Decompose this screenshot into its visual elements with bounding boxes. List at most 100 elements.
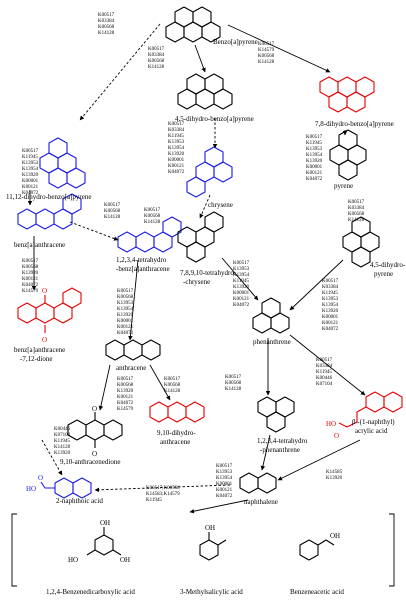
ko-entry: K13954 xyxy=(216,476,233,481)
ko-entry: K00568 xyxy=(164,383,181,388)
ko-entry: K07104 xyxy=(316,382,333,387)
ko-entry: K11945 xyxy=(233,279,249,284)
ko-entry: K14579 xyxy=(258,48,275,53)
label-tetrahydro-phen-b: -phenanthrene xyxy=(260,446,300,454)
ko-entry: K14128 xyxy=(98,31,115,36)
right-bracket xyxy=(389,513,395,587)
ko-entry: K14579 xyxy=(117,407,134,412)
ko-entry: K00517;K00568 xyxy=(146,486,180,491)
ko-entry: K13920 xyxy=(117,313,134,318)
label-dihydroanthracene-b: anthracene xyxy=(160,438,190,446)
label-dihydroanthracene-a: 9,10-dihydro- xyxy=(157,429,196,437)
ko-entry: K00517 xyxy=(168,122,185,127)
ko-entry: K13954 xyxy=(168,146,185,151)
ko-entry: K00517 xyxy=(117,289,134,294)
naphthyl-acrylic-acid-structure xyxy=(338,391,403,428)
ko-entry: K00121 xyxy=(306,171,323,176)
benzeneacetic-oh-label: OH xyxy=(330,532,340,540)
ko-entry: K00568 xyxy=(117,295,134,300)
ko-entry: K13920 xyxy=(22,271,39,276)
ko-entry: K00001 xyxy=(306,165,323,170)
ko-entry: K03384 xyxy=(148,53,165,58)
left-bracket xyxy=(11,513,17,587)
ko-entry: K14128 xyxy=(164,389,181,394)
pyrene-structure xyxy=(329,129,367,181)
ko-entry: K04072 xyxy=(22,191,39,196)
ko-entry: K03384 xyxy=(98,19,115,24)
ko-entry: K00001 xyxy=(322,315,339,320)
dihydro-11-12-benzo-a-pyrene-structure xyxy=(39,137,86,189)
label-naphthoic: 2-naphthoic acid xyxy=(56,497,103,505)
ko-entry: K14128 xyxy=(144,220,161,225)
benzenedicarboxylic-oh-top: OH xyxy=(100,519,110,527)
label-dione-a: benz[a]anthracene xyxy=(14,346,65,354)
ko-entry: K04072 xyxy=(306,177,323,182)
ko-entry: K03384 xyxy=(322,285,339,290)
ko-entry: K00001 xyxy=(22,179,39,184)
anthracenedione-o-top: O xyxy=(92,405,97,413)
label-naphthalene: naphthalene xyxy=(244,498,278,506)
label-benzo-a-pyrene: Benzo[a]pyrene xyxy=(213,38,258,46)
tetrahydro-benz-a-anthracene-structure xyxy=(117,216,182,253)
chrysene-structure xyxy=(186,146,233,198)
ko-entry: K04072 xyxy=(117,331,134,336)
ko-entry: K11945 xyxy=(168,134,184,139)
ko-entry: K03384 xyxy=(348,206,365,211)
ko-entry: K00568 xyxy=(144,214,161,219)
ko-entry: K00517 xyxy=(322,279,339,284)
ko-entry: K00517 xyxy=(164,377,181,382)
ko-entry: K14128 xyxy=(104,215,121,220)
ko-entry: K13920 xyxy=(54,451,71,456)
naphthoic-ho-label: HO xyxy=(26,485,36,493)
benz-a-anthracene-structure xyxy=(17,193,82,230)
ko-entry: K00568 xyxy=(348,212,365,217)
ko-entry: K13920 xyxy=(322,309,339,314)
ko-entry: K13953 xyxy=(322,297,339,302)
ko-entry: K04072 xyxy=(117,401,134,406)
label-benzenedicarboxylic: 1,2,4-Benzenedicarboxylic acid xyxy=(46,588,135,596)
ko-entry: K13920 xyxy=(117,389,134,394)
ko-entry: K00121 xyxy=(22,277,39,282)
ko-entry: K14128 xyxy=(148,65,165,70)
ko-entry: K13920 xyxy=(22,173,39,178)
benzo-a-pyrene-structure xyxy=(165,6,221,43)
ko-entry: K11945 xyxy=(146,498,162,503)
ko-entry: K00568 xyxy=(258,54,275,59)
ko-entry: K00568 xyxy=(225,381,242,386)
tetrahydro-chrysene-structure xyxy=(177,211,224,263)
ko-entry: K00517 xyxy=(225,375,242,380)
reaction-arrows xyxy=(27,23,366,514)
phenanthrene-structure xyxy=(252,297,290,334)
ko-entry: K13953 xyxy=(216,470,233,475)
ko-entry: K03384 xyxy=(316,364,333,369)
ko-entry: K04072 xyxy=(322,327,339,332)
dihydro-7-8-benzo-a-pyrene-structure xyxy=(319,76,375,113)
label-tetrahydro-benz-b: -benz[a]anthracene xyxy=(116,265,170,273)
methylsalicylic-structure xyxy=(199,532,227,561)
ko-entry: K00517 xyxy=(22,149,39,154)
ko-entry: K00517 xyxy=(98,13,115,18)
ko-entry: K11945 xyxy=(316,370,332,375)
dihydro-pyrene-structure xyxy=(342,216,380,268)
ko-entry: K00517 xyxy=(348,200,365,205)
ko-entry: K14583;K14579 xyxy=(146,492,180,497)
ko-entry: K00517 xyxy=(216,464,233,469)
tetrahydro-phenanthrene-structure xyxy=(257,396,295,433)
methylsalicylic-oh-label: OH xyxy=(205,524,215,532)
ko-entry: K04072 xyxy=(22,283,39,288)
naphthoic-o-label: O xyxy=(38,474,43,482)
ko-entry: K13953 xyxy=(233,267,250,272)
label-dione-b: -7,12-dione xyxy=(20,355,52,363)
ko-entry: K00001 xyxy=(233,291,250,296)
ko-entry: K04072 xyxy=(216,494,233,499)
ko-entry: K00121 xyxy=(216,488,233,493)
dihydro-4-5-benzo-a-pyrene-structure xyxy=(177,73,233,110)
ko-entry: K11945 xyxy=(54,439,70,444)
ko-entry: K00568 xyxy=(22,265,39,270)
